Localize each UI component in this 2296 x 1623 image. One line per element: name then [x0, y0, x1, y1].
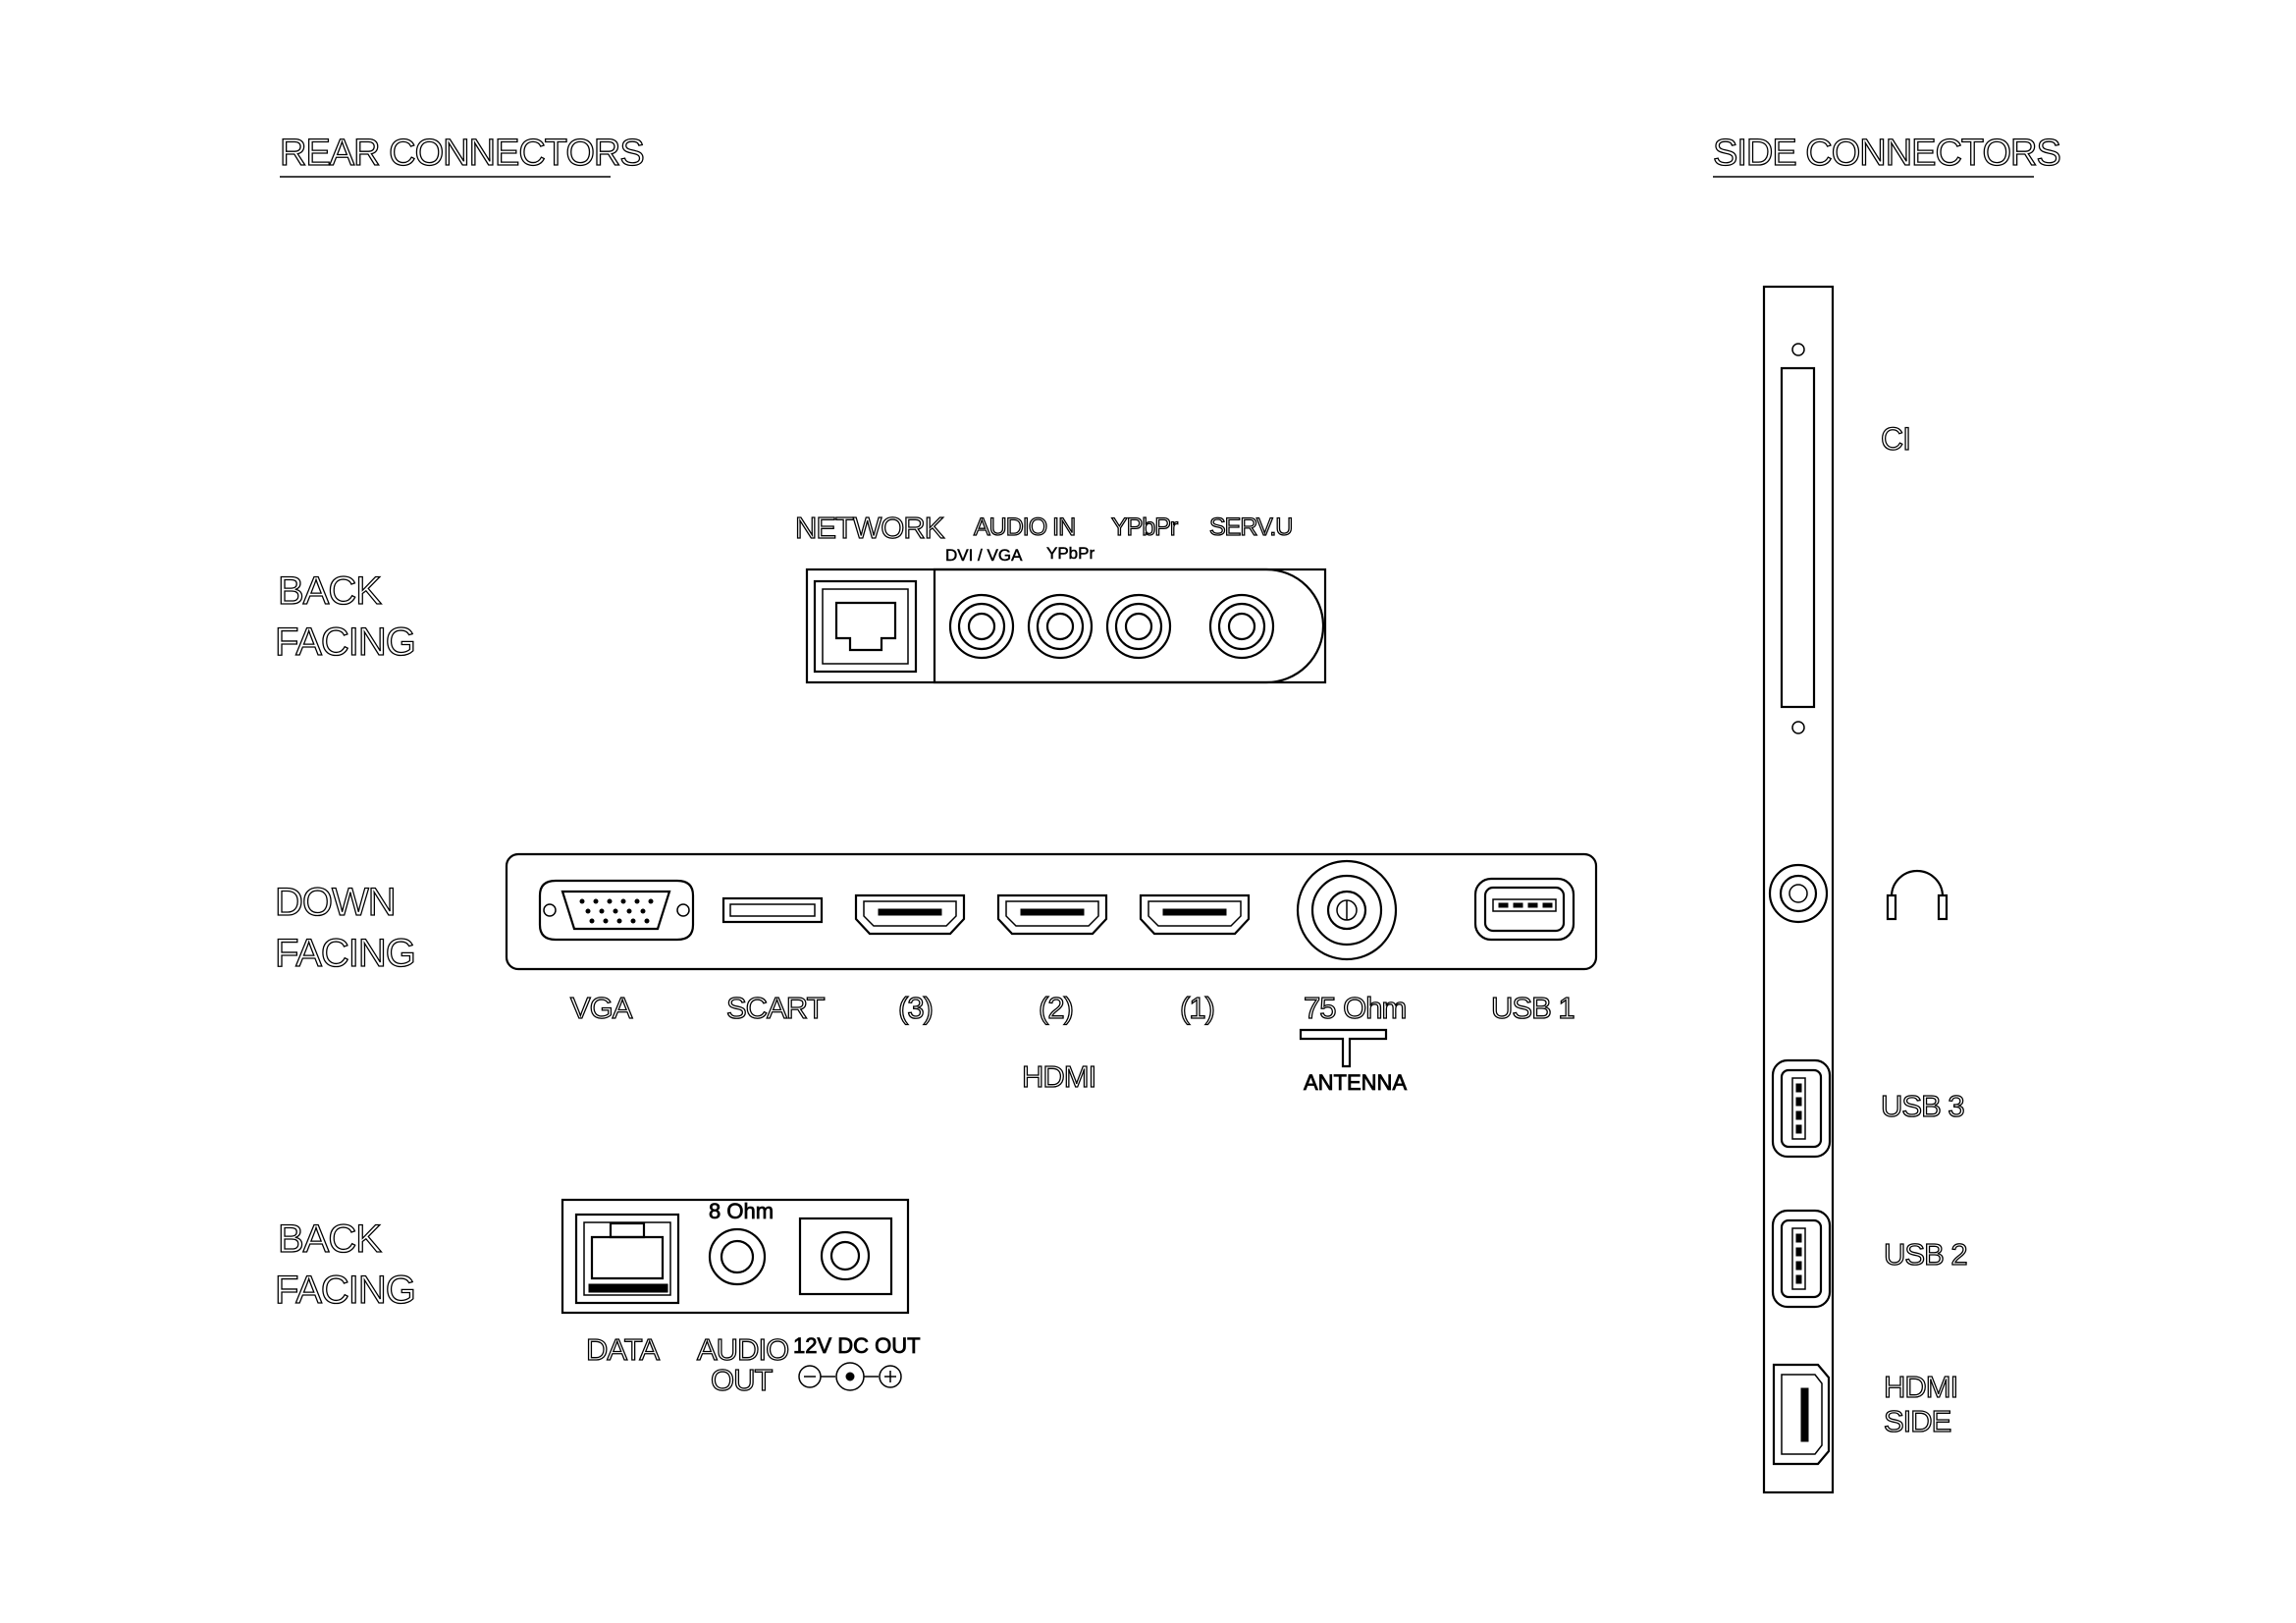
rj45-icon [813, 579, 918, 674]
coax-antenna-icon [1296, 859, 1398, 961]
rca-jack-icon [948, 593, 1015, 660]
ohm8-label: 8 Ohm [709, 1199, 774, 1223]
svg-text:FACING: FACING [275, 621, 415, 664]
svg-text:BACK: BACK [278, 569, 382, 613]
down-facing-panel: VGA SCART (3) (2) (1) HDMI 75 Ohm ANTENN… [505, 852, 1598, 1095]
hdmi-side-label-line1: HDMI [1884, 1370, 1957, 1404]
ypbpr-label: YPbPr [1111, 514, 1178, 541]
hdmi-port-icon [996, 893, 1108, 936]
section-label-back-facing-top: BACK FACING [274, 568, 416, 664]
hdmi3-label: (3) [898, 991, 933, 1025]
svg-text:FACING: FACING [275, 1269, 415, 1312]
rear-title-text: REAR CONNECTORS [280, 133, 644, 174]
dc-out-label: 12V DC OUT [793, 1333, 921, 1358]
ci-slot-icon [1780, 343, 1816, 734]
usb3-label: USB 3 [1881, 1089, 1964, 1123]
dc-out-jack-icon [798, 1217, 893, 1296]
hdmi-port-icon [854, 893, 966, 936]
hdmi-side-label-line2: SIDE [1884, 1404, 1951, 1438]
audio-out-label-line1: AUDIO [697, 1332, 788, 1367]
serv-u-label: SERV.U [1209, 514, 1292, 541]
dc-polarity-icon [798, 1362, 902, 1391]
vga-port-icon [538, 879, 695, 942]
rca-jack-icon [1208, 593, 1275, 660]
data-label: DATA [586, 1332, 660, 1367]
side-connectors-title: SIDE CONNECTORS [1712, 132, 2061, 178]
dvi-vga-label: DVI / VGA [945, 546, 1023, 565]
ohm75-label: 75 Ohm [1304, 991, 1406, 1025]
hdmi-port-icon [1139, 893, 1251, 936]
antenna-label: ANTENNA [1304, 1070, 1407, 1095]
hdmi1-label: (1) [1180, 991, 1214, 1025]
usb-port-icon [1473, 877, 1575, 942]
top-back-panel: NETWORK AUDIO IN DVI / VGA YPbPr YPbPr S… [794, 510, 1327, 684]
svg-text:DOWN: DOWN [275, 881, 396, 924]
vga-label: VGA [570, 991, 633, 1025]
side-title-text: SIDE CONNECTORS [1713, 133, 2060, 174]
rca-jack-icon [1027, 593, 1094, 660]
ci-label: CI [1881, 421, 1910, 457]
audio-in-label: AUDIO IN [974, 514, 1075, 541]
headphone-jack-icon [1768, 863, 1829, 924]
usb1-label: USB 1 [1491, 991, 1575, 1025]
usb-port-icon [1771, 1209, 1832, 1309]
audio-out-label-line2: OUT [711, 1363, 774, 1397]
audio-out-jack-icon [708, 1227, 767, 1286]
section-label-back-facing-bottom: BACK FACING [274, 1217, 416, 1312]
antenna-symbol-icon [1299, 1028, 1388, 1068]
scart-label: SCART [726, 991, 826, 1025]
rca-jack-icon [1105, 593, 1172, 660]
ypbpr-audio-label: YPbPr [1046, 544, 1095, 563]
rear-connectors-title: REAR CONNECTORS [279, 132, 645, 178]
bottom-back-panel: 8 Ohm DATA AUDIO OUT 12V DC OUT [561, 1199, 921, 1398]
usb-port-icon [1771, 1058, 1832, 1159]
scart-port-icon [721, 896, 824, 924]
headphone-icon [1886, 869, 1949, 921]
hdmi-port-icon [1772, 1363, 1831, 1466]
rj45-icon [574, 1213, 680, 1305]
network-label: NETWORK [795, 511, 945, 545]
side-panel: CI USB 3 USB 2 HDMI SIDE [1762, 285, 1968, 1494]
usb2-label: USB 2 [1884, 1237, 1967, 1271]
hdmi-group-label: HDMI [1022, 1059, 1095, 1094]
svg-text:BACK: BACK [278, 1217, 382, 1261]
svg-text:FACING: FACING [275, 932, 415, 975]
hdmi2-label: (2) [1039, 991, 1073, 1025]
section-label-down-facing: DOWN FACING [274, 880, 416, 975]
